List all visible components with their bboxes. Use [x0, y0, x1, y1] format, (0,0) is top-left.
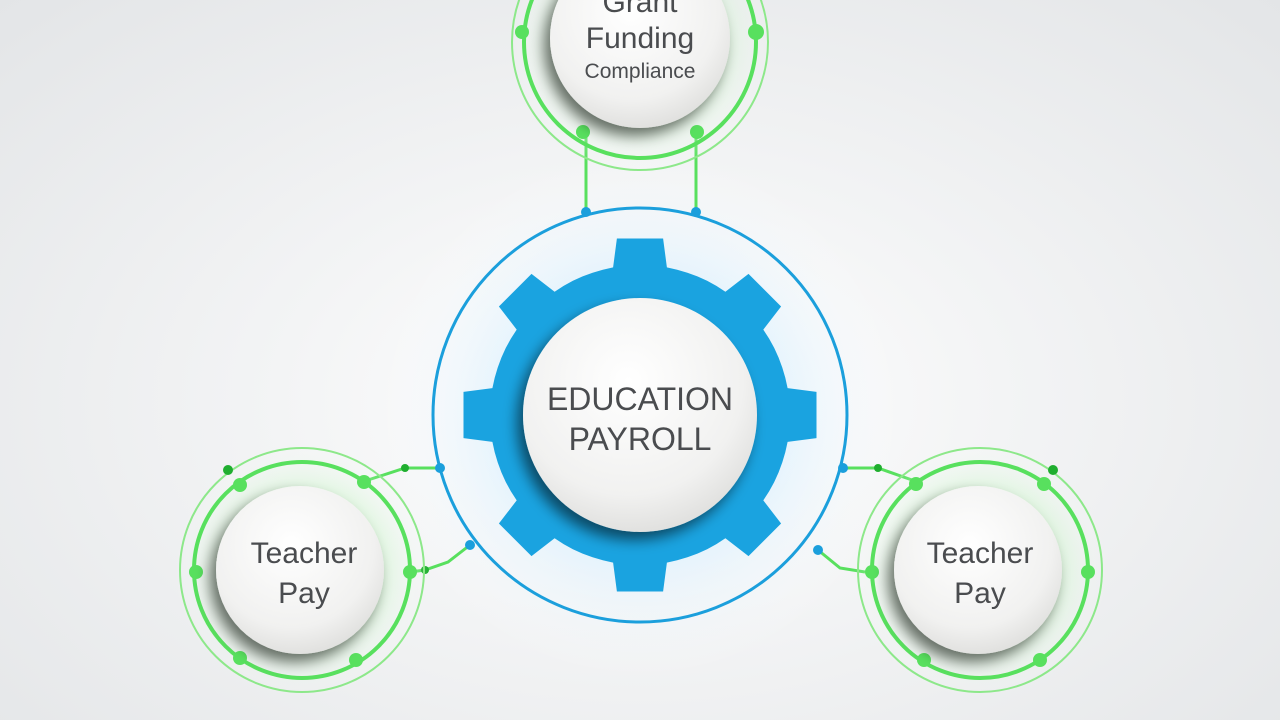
node-top-outer-ring — [511, 0, 769, 171]
node-top: Grant Funding Compliance — [508, 0, 772, 174]
node-top-line3: Compliance — [585, 60, 696, 83]
center-node: EDUCATION PAYROLL — [523, 298, 757, 532]
node-left-outer-ring — [179, 447, 425, 693]
node-top-line2: Funding — [586, 22, 694, 55]
node-right-outer-ring — [857, 447, 1103, 693]
node-left-line2: Pay — [278, 577, 330, 610]
node-left-line1: Teacher — [251, 537, 358, 570]
center-ring — [431, 206, 849, 624]
node-top-inner-ring — [522, 0, 758, 160]
node-right-line1: Teacher — [927, 537, 1034, 570]
center-title-line1: EDUCATION — [547, 381, 733, 417]
node-left: Teacher Pay — [174, 442, 430, 698]
center-title-line2: PAYROLL — [569, 421, 712, 457]
node-right-line2: Pay — [954, 577, 1006, 610]
node-top-line1: Grant — [602, 0, 678, 19]
node-right: Teacher Pay — [852, 442, 1108, 698]
